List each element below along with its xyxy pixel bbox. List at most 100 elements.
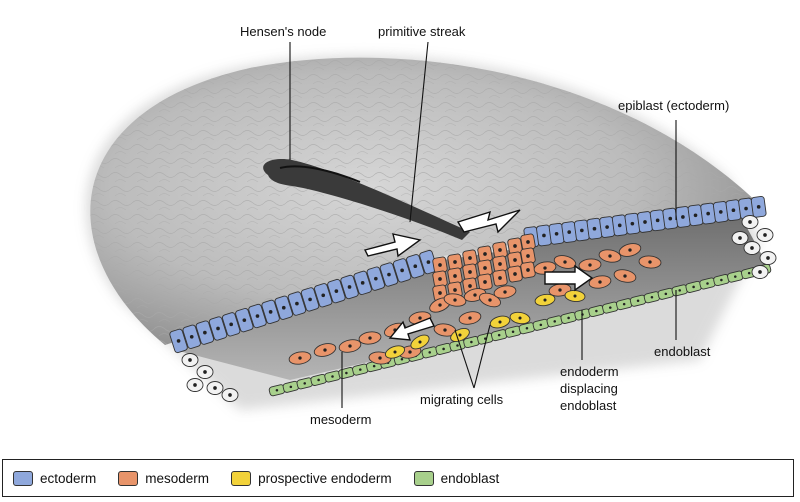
- endoblast-cell-nucleus: [525, 327, 529, 330]
- legend-item-endoblast: endoblast: [413, 470, 500, 486]
- endoblast-cell-nucleus: [650, 296, 654, 299]
- ectoderm-cell-nucleus: [189, 334, 194, 339]
- legend-label: prospective endoderm: [258, 470, 392, 486]
- mesoderm-cell-nucleus: [608, 254, 612, 258]
- endoblast-cell-nucleus: [456, 344, 459, 347]
- endoblast-cell-nucleus: [442, 347, 445, 351]
- cut-edge-cell-nucleus: [228, 393, 232, 397]
- prospective-endoderm-cell-nucleus: [543, 298, 547, 302]
- legend-item-ectoderm: ectoderm: [13, 470, 97, 486]
- ectoderm-cell-nucleus: [580, 228, 584, 233]
- ectoderm-cell-nucleus: [756, 205, 761, 209]
- mesoderm-cell-nucleus: [468, 284, 472, 288]
- endoblast-cell-nucleus: [400, 358, 404, 361]
- ectoderm-cell-nucleus: [693, 213, 698, 218]
- label-endoderm-line1: endoderm: [560, 364, 619, 379]
- endoblast-cell-nucleus: [511, 330, 515, 333]
- inward-arrow-left: [363, 233, 422, 258]
- leader-migrating-2: [473, 324, 491, 389]
- endoblast-cell-nucleus: [734, 275, 737, 278]
- cut-edge-cell-nucleus: [213, 386, 217, 390]
- endoblast-cell-nucleus: [706, 282, 709, 285]
- lateral-arrow-right: [544, 264, 594, 292]
- ectoderm-cell-nucleus: [255, 314, 260, 318]
- mesoderm-cell-nucleus: [526, 240, 530, 244]
- endoblast-cell-nucleus: [359, 368, 362, 371]
- endoblast-cell-nucleus: [289, 385, 293, 389]
- endoblast-cell-nucleus: [553, 320, 556, 323]
- ectoderm-cell-nucleus: [281, 305, 286, 310]
- mesoderm-cell-nucleus: [558, 288, 562, 292]
- cut-edge-cell-nucleus: [738, 236, 742, 240]
- endoblast-cell-nucleus: [609, 306, 612, 309]
- ectoderm-cell-nucleus: [643, 220, 647, 224]
- prospective-endoderm-cell-nucleus: [573, 294, 577, 298]
- mesoderm-cell-nucleus: [513, 258, 517, 262]
- ectoderm-cell-nucleus: [360, 281, 365, 285]
- mesoderm-cell-nucleus: [543, 266, 547, 270]
- ectoderm-layer: [169, 195, 767, 354]
- ectoderm-cell-nucleus: [229, 322, 233, 327]
- ectoderm-cell-nucleus: [413, 264, 418, 269]
- gastrulation-illustration: Hensen's node primitive streak epiblast …: [86, 24, 777, 427]
- label-primitive-streak: primitive streak: [378, 24, 466, 39]
- label-epiblast: epiblast (ectoderm): [618, 98, 729, 113]
- endoblast-cell-nucleus: [678, 289, 681, 292]
- label-migrating-cells: migrating cells: [420, 392, 504, 407]
- mesoderm-cell-nucleus: [468, 270, 472, 274]
- cut-edge-cells: [181, 215, 777, 402]
- legend-swatch: [413, 470, 434, 486]
- ectoderm-cell-nucleus: [617, 223, 622, 228]
- endoblast-cell-nucleus: [595, 309, 598, 313]
- ectoderm-cell-nucleus: [718, 210, 723, 214]
- legend-label: mesoderm: [145, 470, 210, 486]
- legend-label: ectoderm: [40, 470, 97, 486]
- cut-edge-cell-nucleus: [748, 220, 752, 224]
- mesoderm-cell-nucleus: [483, 266, 487, 270]
- endoblast-cell-nucleus: [345, 371, 348, 375]
- mesoderm-cell-nucleus: [513, 244, 517, 248]
- mesoderm-cell-nucleus: [368, 336, 372, 340]
- mesoderm-cell-nucleus: [298, 356, 302, 360]
- mesoderm-cell-nucleus: [473, 293, 477, 297]
- ectoderm-cell-nucleus: [668, 216, 673, 221]
- mesoderm-cell-nucleus: [526, 254, 530, 258]
- mesoderm-cell-nucleus: [408, 350, 412, 354]
- ectoderm-cell-nucleus: [731, 208, 736, 213]
- inward-arrow-right: [456, 209, 521, 234]
- mesoderm-cell-nucleus: [453, 288, 457, 292]
- mesoderm-cell-nucleus: [498, 262, 502, 266]
- legend-swatch: [13, 470, 33, 486]
- label-mesoderm: mesoderm: [310, 412, 371, 427]
- mesoderm-cell-nucleus: [348, 344, 352, 348]
- prospective-endoderm-cells: [384, 290, 586, 359]
- ectoderm-cell-nucleus: [400, 268, 404, 273]
- ectoderm-cell-nucleus: [655, 218, 660, 223]
- legend-item-mesoderm: mesoderm: [118, 470, 210, 486]
- mesoderm-cell-nucleus: [623, 274, 627, 278]
- ectoderm-cell-nucleus: [630, 221, 635, 226]
- mesoderm-cell-nucleus: [438, 263, 442, 267]
- label-endoderm-line3: endoblast: [560, 398, 617, 413]
- ectoderm-cell-nucleus: [347, 285, 352, 289]
- ectoderm-cell-nucleus: [176, 339, 181, 343]
- ectoderm-cell-nucleus: [744, 206, 748, 211]
- cut-edge-cell-nucleus: [763, 233, 767, 237]
- mesoderm-cell-nucleus: [498, 248, 502, 252]
- label-endoderm-line2: displacing: [560, 381, 618, 396]
- mesoderm-cell-nucleus: [483, 252, 487, 256]
- mesoderm-cell-nucleus: [526, 268, 530, 272]
- cut-edge-cell-nucleus: [203, 370, 207, 374]
- ectoderm-cell-nucleus: [605, 225, 609, 229]
- ectoderm-cell-nucleus: [374, 276, 378, 281]
- cut-edge-cell-nucleus: [193, 383, 197, 387]
- endoblast-cell-nucleus: [567, 316, 570, 320]
- ectoderm-cell-nucleus: [268, 310, 273, 314]
- endoblast-cell-nucleus: [428, 351, 431, 354]
- legend-label: endoblast: [440, 470, 500, 486]
- endoblast-cell-nucleus: [636, 299, 640, 302]
- mesoderm-cell-nucleus: [468, 256, 472, 260]
- surface-texture: [90, 57, 760, 345]
- mesoderm-cell-nucleus: [453, 260, 457, 264]
